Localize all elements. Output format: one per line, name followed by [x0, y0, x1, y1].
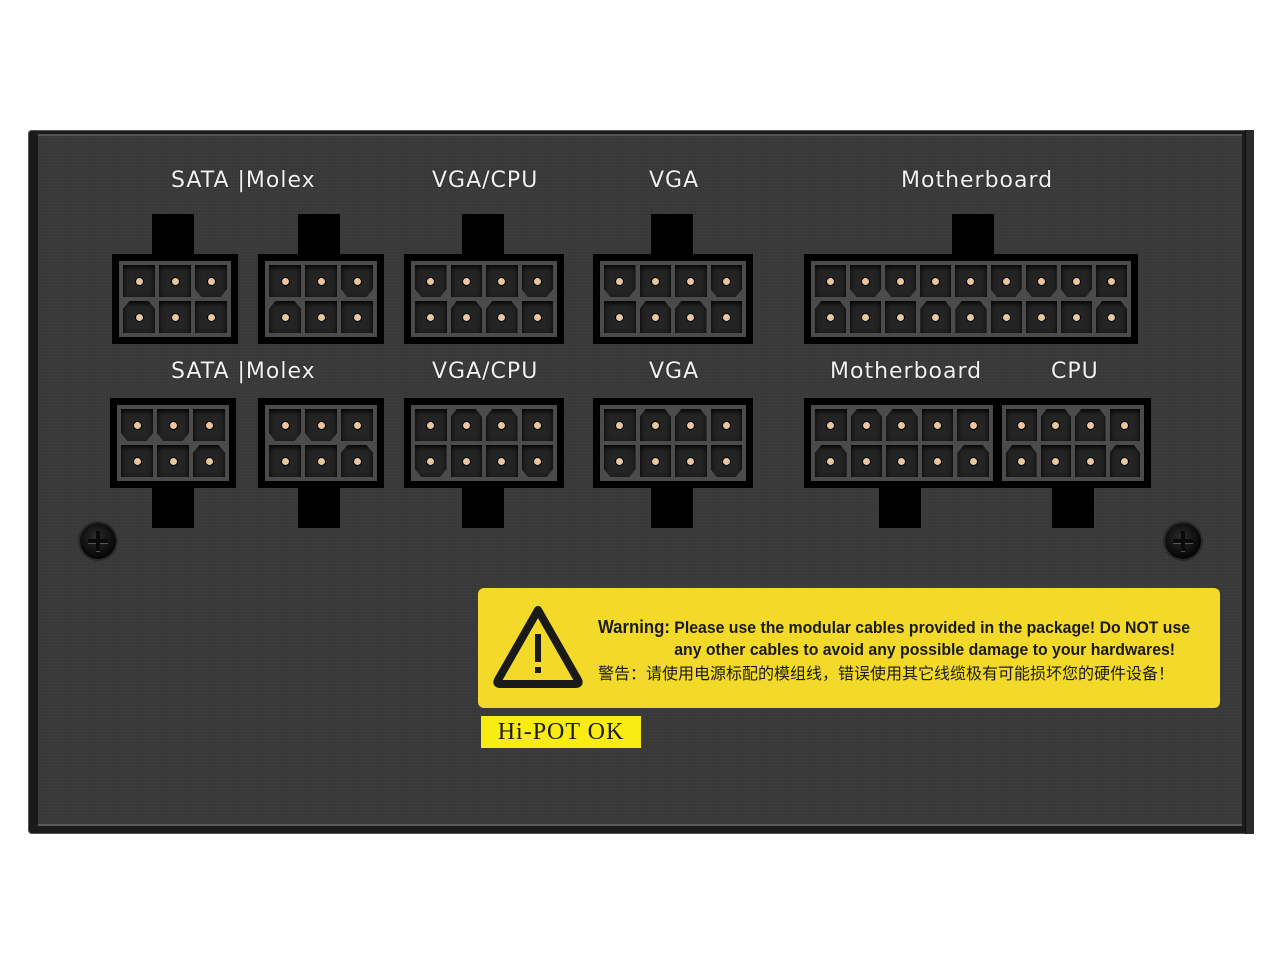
label-sata-molex-bottom: SATA |Molex [171, 359, 316, 384]
warning-line-2: any other cables to avoid any possible d… [674, 640, 1176, 659]
label-vga-top: VGA [649, 168, 700, 193]
latch [152, 214, 194, 258]
latch [651, 486, 693, 528]
latch [462, 486, 504, 528]
label-motherboard-bottom: Motherboard [830, 359, 983, 384]
connector-motherboard-top[interactable] [804, 254, 1138, 344]
phillips-screw-icon [80, 523, 116, 559]
warning-line-1: Please use the modular cables provided i… [669, 618, 1191, 637]
phillips-screw-icon [1165, 523, 1201, 559]
psu-side-edge [1245, 130, 1254, 834]
connector-sata-molex-top-1[interactable] [112, 254, 238, 344]
connector-vga-cpu-top[interactable] [404, 254, 564, 344]
connector-vga-top[interactable] [593, 254, 753, 344]
connector-sata-molex-bottom-1[interactable] [110, 398, 236, 488]
latch [952, 214, 994, 258]
latch [1052, 486, 1094, 528]
connector-sata-molex-bottom-2[interactable] [258, 398, 384, 488]
connector-vga-cpu-bottom[interactable] [404, 398, 564, 488]
label-vga-bottom: VGA [649, 359, 700, 384]
latch [152, 486, 194, 528]
label-cpu-bottom: CPU [1051, 359, 1099, 384]
latch [298, 214, 340, 258]
label-sata-molex-top: SATA |Molex [171, 168, 316, 193]
connector-sata-molex-top-2[interactable] [258, 254, 384, 344]
warning-triangle-icon [493, 606, 583, 688]
label-vga-cpu-top: VGA/CPU [432, 168, 539, 193]
connector-motherboard-bottom[interactable] [804, 398, 1000, 488]
warning-text-cn: 警告：请使用电源标配的模组线，错误使用其它线缆极有可能损坏您的硬件设备！ [598, 664, 1175, 683]
connector-cpu-bottom[interactable] [995, 398, 1151, 488]
label-vga-cpu-bottom: VGA/CPU [432, 359, 539, 384]
psu-body: SATA |Molex VGA/CPU VGA Motherboard [28, 130, 1254, 834]
latch [651, 214, 693, 258]
latch [462, 214, 504, 258]
hipot-sticker: Hi-POT OK [481, 716, 641, 748]
label-motherboard-top: Motherboard [901, 168, 1054, 193]
warning-text-en: Warning: Please use the modular cables p… [598, 616, 1190, 661]
warning-label: Warning: Please use the modular cables p… [478, 588, 1220, 708]
latch [298, 486, 340, 528]
connector-panel: SATA |Molex VGA/CPU VGA Motherboard [38, 134, 1242, 826]
warning-prefix: Warning: [598, 617, 670, 637]
connector-vga-bottom[interactable] [593, 398, 753, 488]
latch [879, 486, 921, 528]
